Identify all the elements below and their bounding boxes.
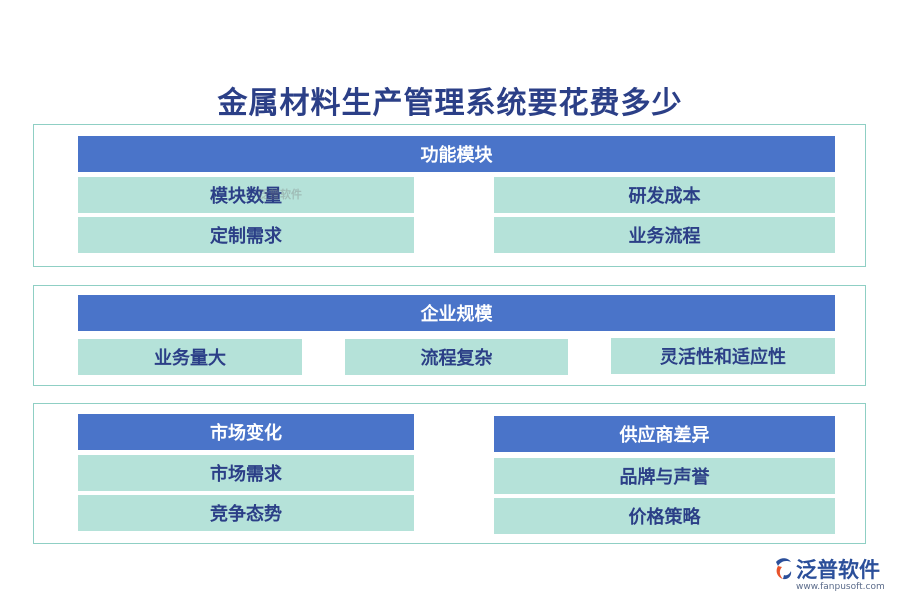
logo-name: 泛普软件 [796,558,880,582]
watermark: 泛普软件 [258,188,302,201]
pricing-strategy-box: 价格策略 [494,498,835,534]
brand-reputation-box: 品牌与声誉 [494,458,835,494]
competition-situation-box: 竞争态势 [78,495,414,531]
market-change-header: 市场变化 [78,414,414,450]
flexibility-adaptability-box: 灵活性和适应性 [611,338,835,374]
fanpu-logo-icon [776,558,792,580]
market-demand-box: 市场需求 [78,455,414,491]
complex-process-box: 流程复杂 [345,339,568,375]
supplier-difference-header: 供应商差异 [494,416,835,452]
function-module-header: 功能模块 [78,136,835,172]
fanpu-logo: 泛普软件 www.fanpusoft.com [772,556,892,596]
enterprise-scale-header: 企业规模 [78,295,835,331]
module-count-box: 模块数量 [78,177,414,213]
rd-cost-box: 研发成本 [494,177,835,213]
page-title: 金属材料生产管理系统要花费多少 [217,86,683,121]
business-process-box: 业务流程 [494,217,835,253]
custom-requirement-box: 定制需求 [78,217,414,253]
logo-url: www.fanpusoft.com [796,582,885,592]
large-business-volume-box: 业务量大 [78,339,302,375]
